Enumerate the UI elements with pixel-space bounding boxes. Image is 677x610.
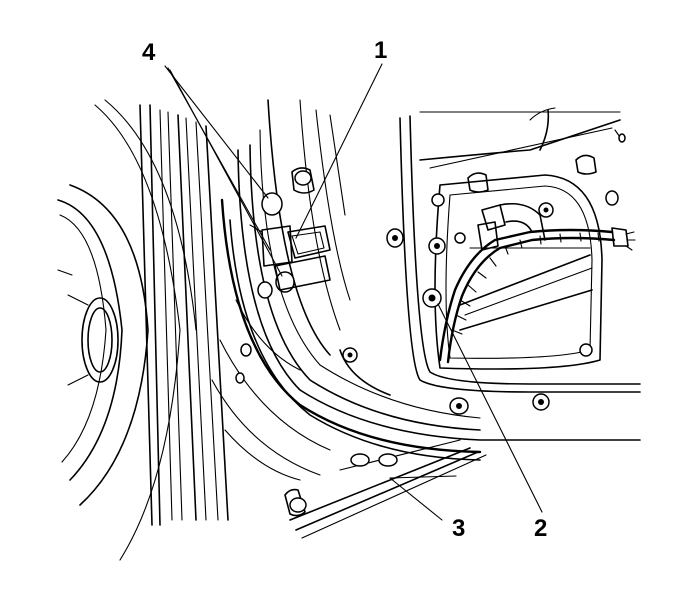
callout-2: 2 [534, 515, 547, 542]
leader-lines [164, 63, 543, 521]
rocker-sill [284, 439, 487, 539]
wiring-harness [422, 202, 636, 364]
body-fasteners [235, 167, 358, 384]
wheel [57, 99, 197, 561]
callout-3: 3 [452, 515, 465, 542]
body-connector-opening [249, 224, 331, 291]
door-inner-panel [399, 107, 641, 393]
callout-1: 1 [374, 37, 387, 64]
door-fasteners [386, 133, 626, 415]
door-opening-frame [211, 99, 641, 481]
callout-4: 4 [142, 39, 156, 66]
b-pillar-weatherstrip [139, 104, 229, 526]
